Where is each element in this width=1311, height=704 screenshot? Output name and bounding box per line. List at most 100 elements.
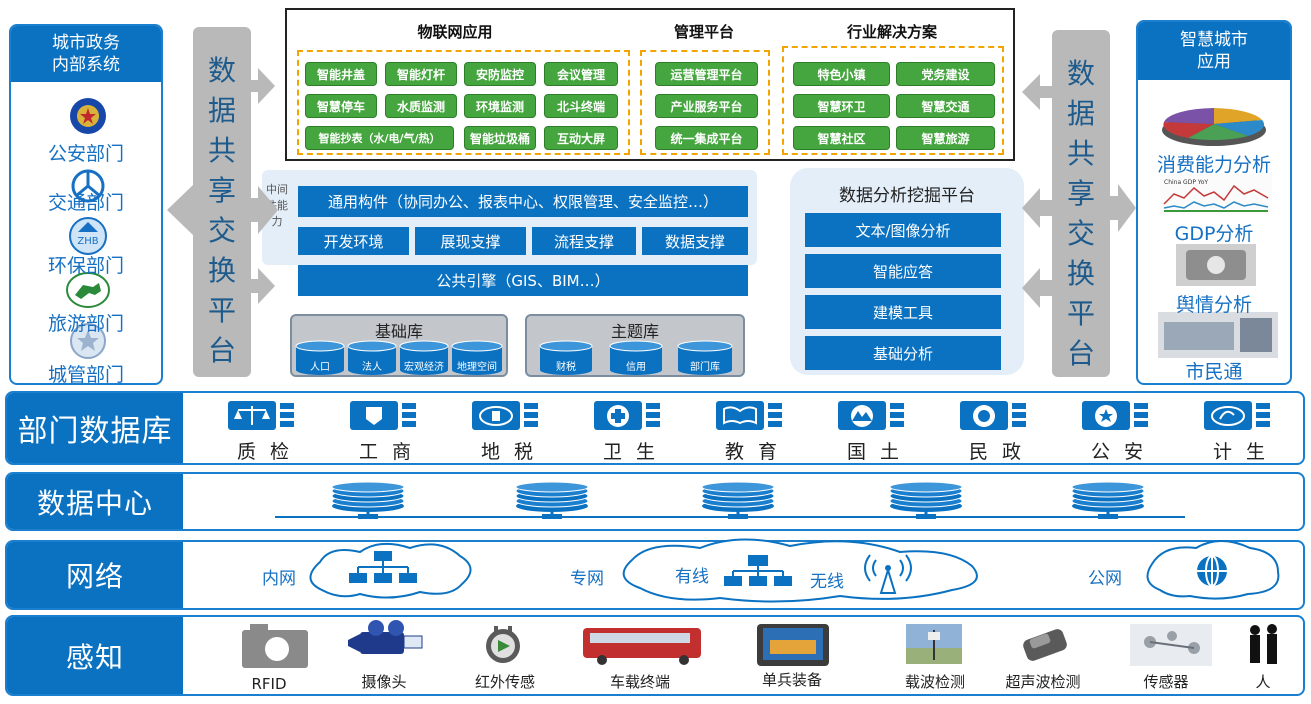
gov-dept-label: 旅游部门 <box>47 313 124 335</box>
analytics-item[interactable]: 建模工具 <box>805 295 1001 329</box>
iot-item[interactable]: 安防监控 <box>464 62 536 86</box>
dept-badge-icon <box>1082 401 1148 430</box>
wireless-tower-icon <box>864 554 912 594</box>
theme-db-cylinders <box>539 340 733 375</box>
city-mgmt-emblem-icon <box>70 323 106 359</box>
iot-item[interactable]: 智能灯杆 <box>385 62 457 86</box>
industry-item[interactable]: 智慧交通 <box>896 94 995 118</box>
dept-badge-icon <box>594 401 660 430</box>
dept-item[interactable]: 卫生 <box>602 441 669 463</box>
middleware-common-components[interactable]: 通用构件（协同办公、报表中心、权限管理、安全监控…） <box>298 186 748 217</box>
industry-item[interactable]: 智慧环卫 <box>793 94 890 118</box>
exchange-char: 数 <box>1066 57 1095 90</box>
dept-badge-icon <box>838 401 904 430</box>
dept-item[interactable]: 地税 <box>480 441 547 463</box>
intranet-label: 内网 <box>262 569 296 589</box>
iot-item[interactable]: 水质监测 <box>385 94 457 118</box>
mgmt-item[interactable]: 产业服务平台 <box>655 94 758 118</box>
network-label: 网络 <box>7 542 183 608</box>
dept-item[interactable]: 国土 <box>846 441 913 463</box>
iot-item[interactable]: 智能井盖 <box>305 62 377 86</box>
middleware-data[interactable]: 数据支撑 <box>642 227 748 255</box>
dept-item[interactable]: 计生 <box>1212 441 1279 463</box>
dept-item[interactable]: 公安 <box>1090 441 1157 463</box>
industry-item[interactable]: 智慧社区 <box>793 126 890 150</box>
exchange-char: 交 <box>207 214 236 247</box>
left-arrow-icon <box>1022 268 1052 308</box>
bus-icon <box>583 628 701 665</box>
sensing-item-label: 单兵装备 <box>761 671 822 689</box>
server-stack-icon <box>515 481 589 519</box>
theme-db-item: 部门库 <box>690 362 720 373</box>
right-smart-city-panel: 智慧城市 应用 China GDP YoY 消费能力分析 GDP分析 舆情分析 … <box>1136 20 1292 385</box>
person-icon <box>1250 624 1277 664</box>
right-panel-header: 智慧城市 应用 <box>1138 22 1290 80</box>
dept-item[interactable]: 教育 <box>724 441 791 463</box>
base-db-item: 法人 <box>362 362 382 373</box>
camera-icon <box>242 624 308 668</box>
middleware-presentation[interactable]: 展现支撑 <box>415 227 526 255</box>
mgmt-title: 管理平台 <box>673 23 734 41</box>
left-arrow-icon <box>1022 74 1052 110</box>
middleware-engine[interactable]: 公共引擎（GIS、BIM…） <box>298 265 748 296</box>
public-network-cloud-icon <box>1146 540 1280 600</box>
exchange-char: 数 <box>207 54 236 87</box>
gov-dept-label: 城管部门 <box>47 364 124 385</box>
iot-item[interactable]: 北斗终端 <box>544 94 618 118</box>
iot-item[interactable]: 智慧停车 <box>305 94 377 118</box>
left-panel-header: 城市政务 内部系统 <box>11 26 161 82</box>
intranet-cloud-icon <box>309 542 472 599</box>
left-arrow-icon <box>1022 188 1052 228</box>
analytics-item[interactable]: 基础分析 <box>805 336 1001 370</box>
iot-item[interactable]: 互动大屏 <box>544 126 618 150</box>
server-stack-icon <box>889 481 963 519</box>
dept-item[interactable]: 民政 <box>968 441 1035 463</box>
analytics-item[interactable]: 文本/图像分析 <box>805 213 1001 247</box>
middleware-dev-env[interactable]: 开发环境 <box>298 227 409 255</box>
tourism-emblem-icon <box>66 272 110 308</box>
wireless-label: 无线 <box>810 572 844 592</box>
iot-item[interactable]: 智能抄表（水/电/气/热） <box>305 126 454 150</box>
theme-db-item: 财税 <box>556 362 576 373</box>
gov-dept-label: 公安部门 <box>47 143 124 165</box>
middleware-process[interactable]: 流程支撑 <box>532 227 636 255</box>
left-exchange-platform: 数 据 共 享 交 换 平 台 <box>193 27 251 377</box>
industry-item[interactable]: 特色小镇 <box>793 62 890 86</box>
base-db-item: 地理空间 <box>457 362 497 373</box>
exchange-char: 换 <box>207 254 236 287</box>
server-stack-icon <box>701 481 775 519</box>
infrared-sensor-icon <box>486 626 520 663</box>
dept-item[interactable]: 质检 <box>236 441 303 463</box>
dept-badge-icon <box>350 401 416 430</box>
gdp-line-chart-icon: China GDP YoY <box>1160 174 1272 214</box>
exchange-char: 平 <box>1066 297 1095 330</box>
industry-item[interactable]: 党务建设 <box>896 62 995 86</box>
handheld-device-icon <box>757 624 829 666</box>
mgmt-item[interactable]: 统一集成平台 <box>655 126 758 150</box>
iot-item[interactable]: 会议管理 <box>544 62 618 86</box>
mgmt-item[interactable]: 运营管理平台 <box>655 62 758 86</box>
carrier-detection-icon <box>906 624 962 664</box>
analytics-item[interactable]: 智能应答 <box>805 254 1001 288</box>
private-network-label: 专网 <box>570 569 604 589</box>
smart-app-label: 市民通 <box>1185 361 1243 383</box>
dept-item[interactable]: 工商 <box>358 441 425 463</box>
left-gov-panel: 城市政务 内部系统 ZHB 公安部门 交通部门 环保部门 旅游部门 城管部门 <box>9 24 163 385</box>
base-db-title: 基础库 <box>374 322 423 341</box>
private-network-cloud-icon <box>622 538 978 603</box>
iot-title: 物联网应用 <box>417 23 493 41</box>
industry-item[interactable]: 智慧旅游 <box>896 126 995 150</box>
server-stack-icon <box>1071 481 1145 519</box>
gov-dept-label: 环保部门 <box>47 255 124 277</box>
traffic-emblem-icon <box>71 169 105 203</box>
right-arrow-icon <box>251 186 278 234</box>
right-arrow-icon <box>1108 184 1136 232</box>
sensing-item-label: 车载终端 <box>609 673 670 691</box>
iot-item[interactable]: 环境监测 <box>464 94 536 118</box>
exchange-char: 共 <box>1066 137 1095 170</box>
iot-item[interactable]: 智能垃圾桶 <box>464 126 536 150</box>
